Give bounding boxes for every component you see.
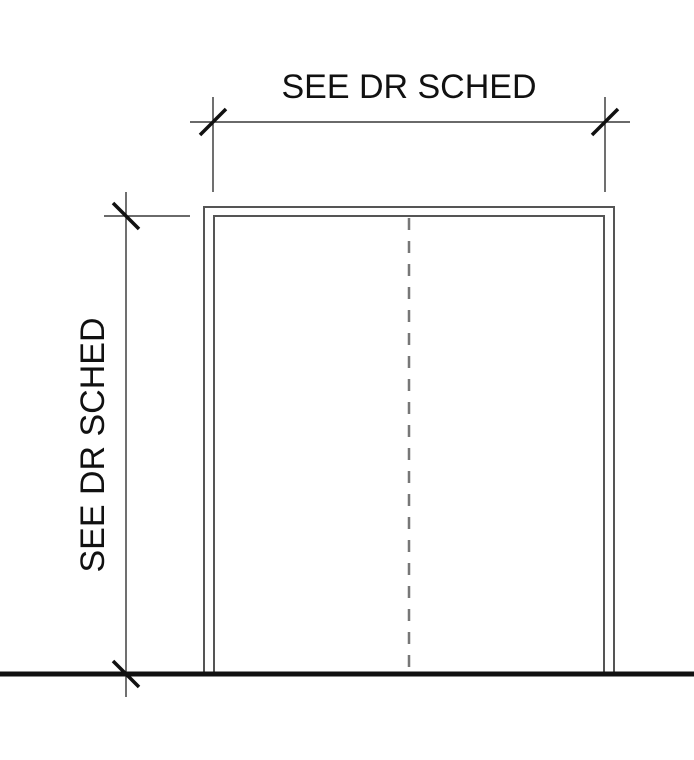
height-dimension-label: SEE DR SCHED (74, 317, 112, 572)
height-dimension: SEE DR SCHED (74, 192, 190, 697)
width-tick-right (590, 107, 620, 137)
height-tick-top (111, 201, 141, 231)
door-frame-outer-outline (203, 206, 615, 674)
width-tick-left (198, 107, 228, 137)
width-dimension: SEE DR SCHED (190, 68, 630, 192)
width-dimension-label: SEE DR SCHED (281, 68, 536, 106)
door-frame (203, 206, 615, 674)
door-frame-inner-outline (213, 215, 605, 674)
